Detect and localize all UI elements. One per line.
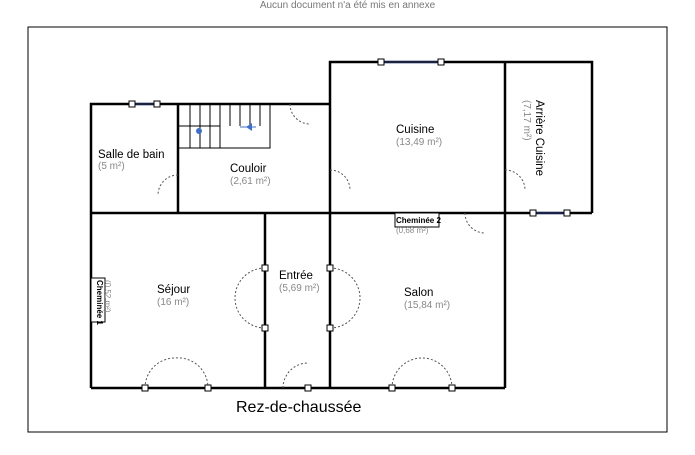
floor-title: Rez-de-chaussée [236, 399, 362, 416]
room-area: (15,84 m²) [404, 300, 450, 311]
room-sejour: Séjour (16 m²) [157, 284, 190, 308]
room-cuisine: Cuisine (13,49 m²) [396, 124, 442, 148]
room-area: (7,17 m²) [521, 100, 532, 141]
cheminee-2: Cheminée 2 (0,68 m²) [394, 212, 441, 235]
room-couloir: Couloir (2,61 m²) [230, 163, 271, 187]
room-name: Salon [404, 287, 433, 299]
plan-frame [27, 26, 668, 433]
room-area: (5,69 m²) [279, 283, 320, 294]
room-arriere-cuisine: Arrière Cuisine (7,17 m²) [521, 100, 545, 176]
room-name: Salle de bain [98, 149, 165, 161]
room-name: Cheminée 1 [95, 280, 104, 325]
room-name: Entrée [279, 270, 313, 282]
room-name: Cuisine [396, 124, 434, 136]
walls [89, 60, 594, 390]
room-salon: Salon (15,84 m²) [404, 287, 450, 311]
room-area: (13,49 m²) [396, 137, 442, 148]
room-area: (0,68 m²) [396, 226, 429, 235]
doors [141, 103, 526, 392]
windows [128, 58, 571, 217]
room-entree: Entrée (5,69 m²) [279, 270, 320, 294]
room-name: Cheminée 2 [396, 216, 441, 225]
room-name: Arrière Cuisine [533, 100, 545, 176]
room-area: (2,61 m²) [230, 176, 271, 187]
room-area: (16 m²) [157, 297, 189, 308]
annex-note: Aucun document n'a été mis en annexe [259, 0, 436, 11]
room-area: (0,52 m²) [103, 280, 112, 313]
room-area: (5 m²) [98, 161, 125, 172]
room-salle-de-bain: Salle de bain (5 m²) [98, 149, 165, 172]
room-name: Séjour [157, 284, 190, 296]
room-name: Couloir [230, 163, 267, 175]
cheminee-1: Cheminée 1 (0,52 m²) [90, 277, 112, 325]
stairs [177, 103, 271, 149]
